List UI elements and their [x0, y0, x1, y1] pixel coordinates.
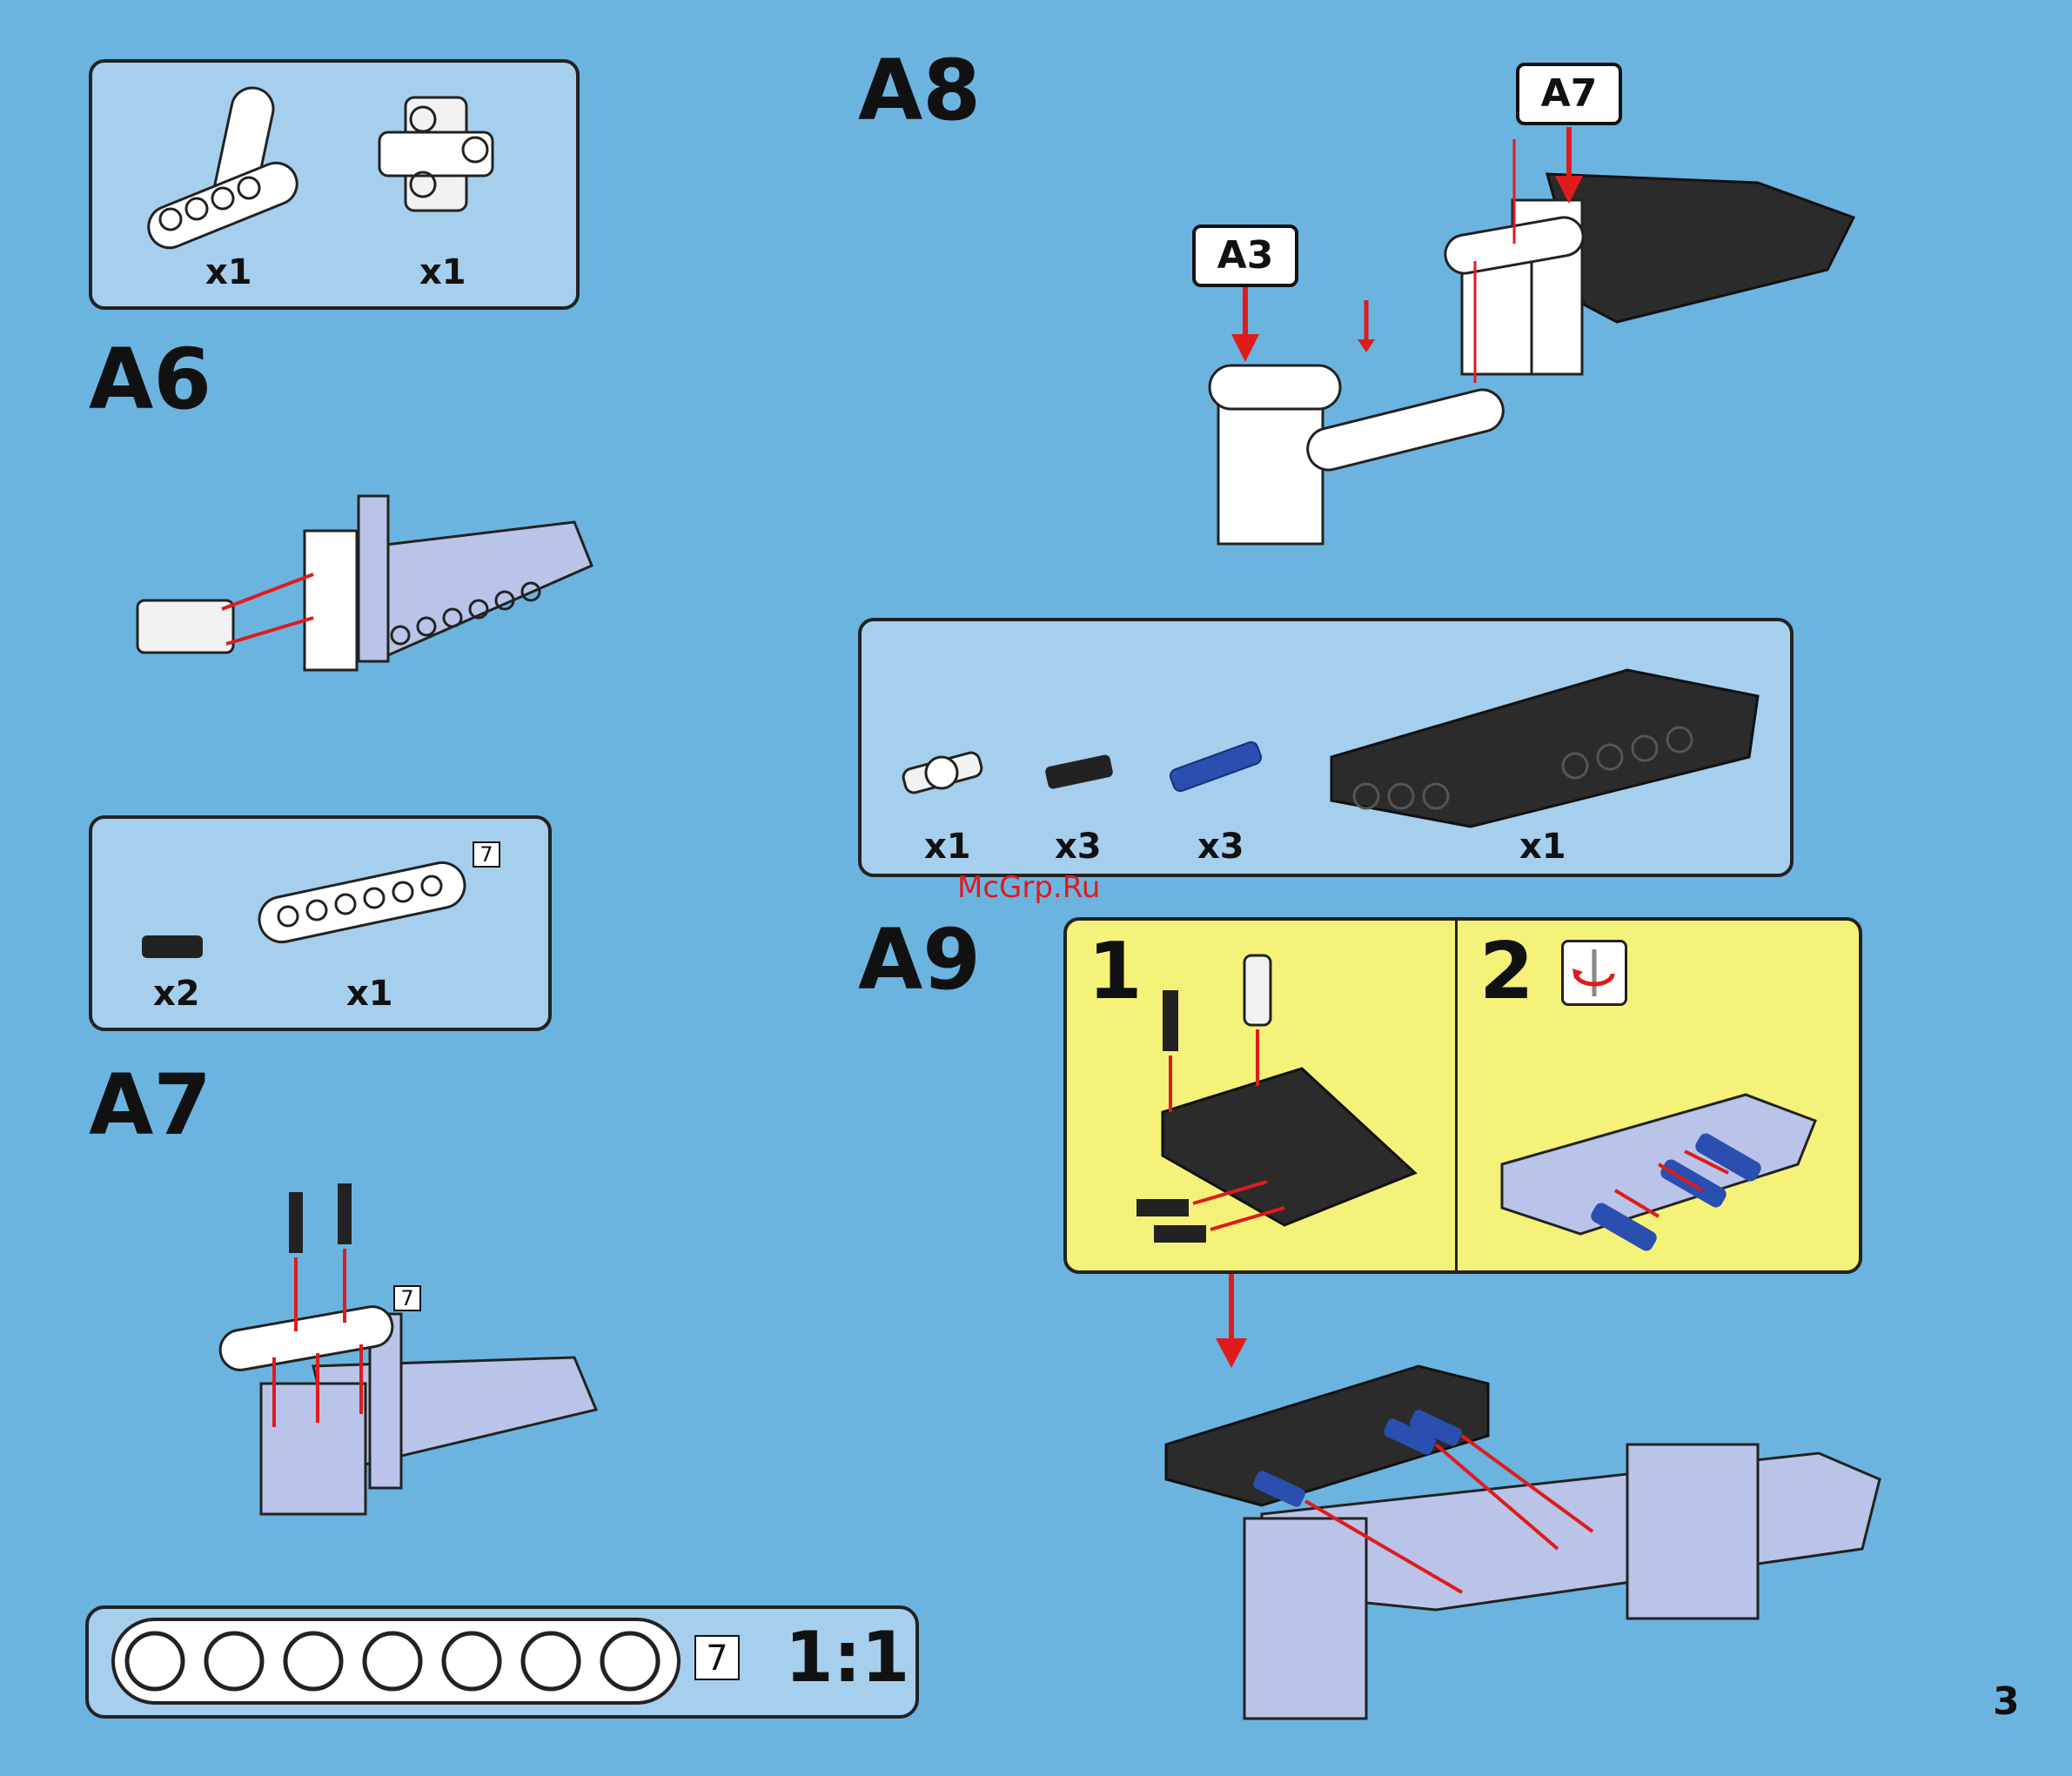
- scale-ruler: 7 1:1: [85, 1605, 919, 1719]
- step-label-a7: A7: [89, 1063, 211, 1147]
- beam-length-badge-a7: 7: [393, 1285, 421, 1311]
- assembly-a7: [209, 1183, 609, 1531]
- ruler-length-badge: 7: [694, 1635, 740, 1680]
- assembly-a9: [1157, 1331, 1888, 1732]
- watermark: McGrp.Ru: [957, 870, 1100, 905]
- part-qty-frame: x1: [1519, 827, 1566, 867]
- part-qty-l-beam: x1: [205, 252, 252, 292]
- axle-connector-part: [898, 743, 994, 804]
- pin-part-blue: [1166, 738, 1271, 799]
- step-label-a9: A9: [858, 918, 981, 1002]
- step-label-a8: A8: [858, 49, 981, 132]
- pin-part: [140, 930, 210, 965]
- part-qty-beam: x1: [346, 974, 393, 1014]
- part-qty-pin-black: x3: [1055, 827, 1102, 867]
- assembly-a6: [131, 487, 600, 679]
- parts-panel-a7: 7 x2 x1: [89, 815, 552, 1031]
- parts-panel-a9: x1 x3 x3 x1: [858, 618, 1794, 877]
- part-qty-connector: x1: [419, 252, 466, 292]
- substep-1-illustration: [1128, 938, 1493, 1251]
- ruler-beam: [110, 1616, 684, 1706]
- step-label-a6: A6: [89, 338, 211, 421]
- substep-2-illustration: [1485, 1008, 1850, 1274]
- substep-panel: 1 2: [1063, 917, 1862, 1274]
- l-beam-part: [136, 80, 327, 254]
- part-qty-pin-blue: x3: [1197, 827, 1244, 867]
- beam-part: [249, 854, 475, 949]
- parts-panel-a6: x1 x1: [89, 59, 580, 310]
- arrow-down-a3: [1228, 287, 1263, 365]
- arrow-down-a7: [1552, 127, 1586, 205]
- part-qty-pin: x2: [153, 974, 200, 1014]
- part-qty-axle-connector: x1: [924, 827, 971, 867]
- rotate-icon: [1561, 940, 1627, 1006]
- ref-box-a7: A7: [1516, 63, 1622, 125]
- page-number: 3: [1993, 1679, 2020, 1724]
- beam-length-badge: 7: [473, 841, 500, 868]
- assembly-a8: [1201, 131, 1862, 540]
- frame-part-black: [1314, 635, 1767, 835]
- scale-label: 1:1: [785, 1623, 909, 1692]
- connector-part: [371, 80, 510, 237]
- pin-part-black: [1043, 752, 1121, 795]
